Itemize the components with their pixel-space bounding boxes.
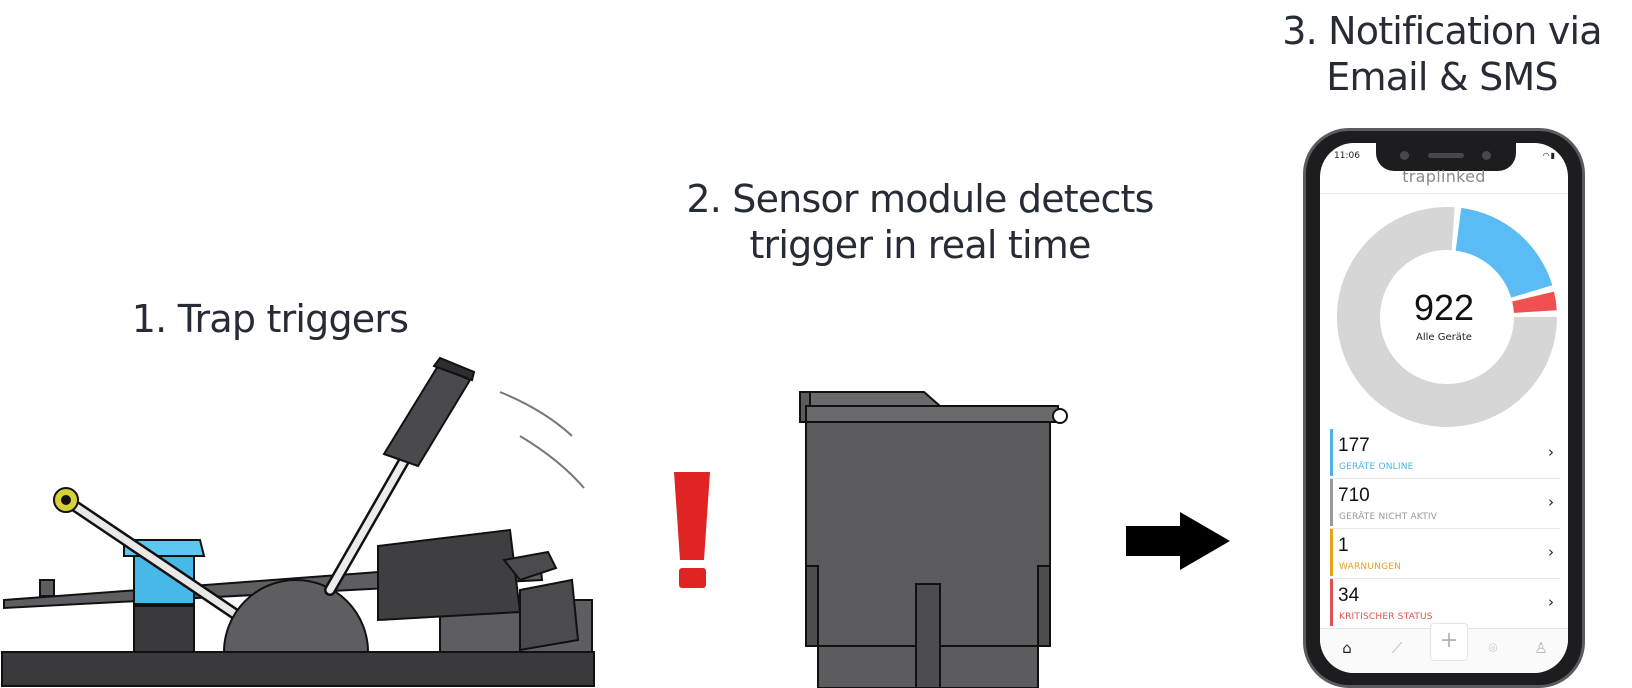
stat-row-inactive[interactable]: 710 GERÄTE NICHT AKTIV › — [1330, 479, 1560, 529]
speaker-icon — [1428, 153, 1464, 158]
stat-count: 710 — [1338, 485, 1370, 506]
stat-count: 177 — [1338, 435, 1370, 456]
arrow-right-icon — [1126, 512, 1230, 570]
status-clock: 11:06 — [1334, 151, 1360, 161]
map-pin-icon[interactable]: ⌾ — [1488, 639, 1498, 657]
stat-count: 34 — [1338, 585, 1360, 606]
sensor-module-illustration — [799, 391, 1068, 688]
total-devices-label: Alle Geräte — [1416, 332, 1472, 343]
smartphone: 11:06 ◠▮ traplinked 922 Alle Geräte 177 … — [1303, 128, 1585, 688]
profile-icon[interactable]: ♙ — [1534, 639, 1548, 657]
step-2-title: 2. Sensor module detects trigger in real… — [680, 176, 1160, 268]
stat-label: GERÄTE ONLINE — [1339, 462, 1414, 472]
chevron-right-icon: › — [1548, 543, 1554, 561]
stat-label: GERÄTE NICHT AKTIV — [1339, 512, 1438, 522]
stats-icon[interactable]: ⟋ — [1391, 639, 1403, 657]
status-color-bar — [1330, 479, 1333, 526]
donut-segment-online — [1455, 207, 1553, 298]
chevron-right-icon: › — [1548, 493, 1554, 511]
camera-icon — [1400, 151, 1409, 160]
step-2-title-line-2: trigger in real time — [749, 223, 1091, 267]
stat-label: WARNUNGEN — [1339, 562, 1402, 572]
bottom-tab-bar: ⌂ ⟋ + ⌾ ♙ — [1320, 623, 1568, 673]
stat-row-critical[interactable]: 34 KRITISCHER STATUS › — [1330, 579, 1560, 629]
step-2-title-line-1: 2. Sensor module detects — [686, 177, 1154, 221]
add-icon[interactable]: + — [1430, 623, 1468, 661]
sensor-dot-icon — [1482, 151, 1491, 160]
stat-label: KRITISCHER STATUS — [1339, 612, 1433, 622]
phone-notch — [1376, 143, 1516, 171]
stat-count: 1 — [1338, 535, 1349, 556]
battery-icon: ▮ — [1550, 151, 1556, 160]
stat-row-warnings[interactable]: 1 WARNUNGEN › — [1330, 529, 1560, 579]
app-logo: traplinked — [1402, 167, 1486, 186]
chevron-right-icon: › — [1548, 443, 1554, 461]
status-icons: ◠▮ — [1543, 151, 1556, 160]
home-icon[interactable]: ⌂ — [1342, 639, 1352, 657]
step-3-title-line-1: 3. Notification via — [1282, 9, 1602, 53]
donut-segment-critical — [1512, 291, 1557, 313]
snap-trap-illustration — [1, 356, 595, 687]
phone-screen: 11:06 ◠▮ traplinked 922 Alle Geräte 177 … — [1320, 143, 1568, 673]
step-3-title: 3. Notification via Email & SMS — [1262, 8, 1622, 100]
header-divider — [1320, 193, 1568, 194]
status-color-bar — [1330, 579, 1333, 626]
chevron-right-icon: › — [1548, 593, 1554, 611]
step-1-title: 1. Trap triggers — [131, 297, 409, 341]
step-3-title-line-2: Email & SMS — [1326, 55, 1558, 99]
status-color-bar — [1330, 529, 1333, 576]
status-color-bar — [1330, 429, 1333, 476]
device-status-donut — [1337, 207, 1557, 427]
donut-segment-inactive — [1337, 207, 1557, 427]
alert-exclamation-icon — [674, 472, 710, 588]
wifi-icon: ◠ — [1542, 151, 1551, 160]
stat-row-online[interactable]: 177 GERÄTE ONLINE › — [1330, 429, 1560, 479]
total-devices-count: 922 — [1413, 287, 1475, 328]
